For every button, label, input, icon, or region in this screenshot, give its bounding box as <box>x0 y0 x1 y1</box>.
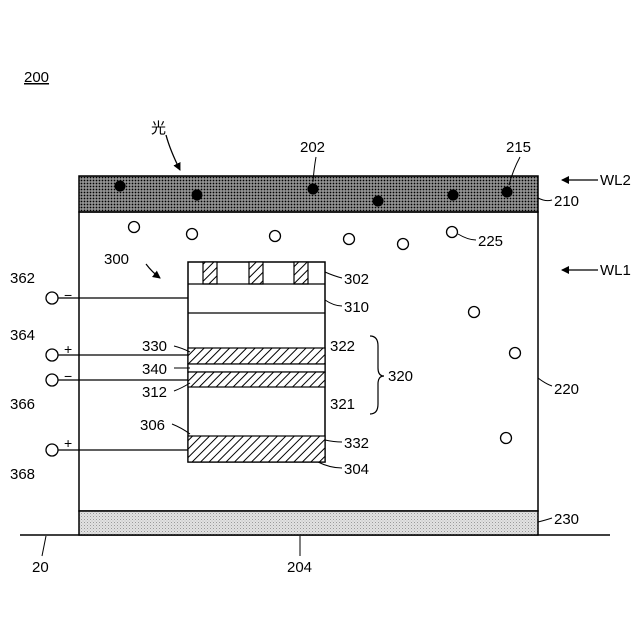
ref-310: 310 <box>344 299 369 316</box>
ref-321: 321 <box>330 396 355 413</box>
ref-230: 230 <box>554 511 579 528</box>
light-label: 光 <box>151 119 166 137</box>
leader-220 <box>538 378 552 386</box>
device-stack-300 <box>188 262 325 462</box>
terminal-ref-368: 368 <box>10 466 35 483</box>
layer-312 <box>188 372 325 387</box>
open-particle <box>270 231 281 242</box>
ref-306: 306 <box>140 417 165 434</box>
leader-210 <box>538 198 552 201</box>
ref-225: 225 <box>478 233 503 250</box>
ref-302: 302 <box>344 271 369 288</box>
ref-210: 210 <box>554 193 579 210</box>
light-arrow <box>166 135 180 170</box>
ref-202: 202 <box>300 139 325 156</box>
open-particle <box>344 234 355 245</box>
terminal-368[interactable] <box>46 444 58 456</box>
ref-320: 320 <box>388 368 413 385</box>
terminal-sign-366: − <box>64 368 72 384</box>
terminal-ref-364: 364 <box>10 327 35 344</box>
ref-330: 330 <box>142 338 167 355</box>
filled-particle <box>373 196 384 207</box>
filled-particle <box>115 181 126 192</box>
terminal-366[interactable] <box>46 374 58 386</box>
ref-304: 304 <box>344 461 369 478</box>
layer-340 <box>188 364 325 372</box>
bottom-layer-230 <box>79 511 538 535</box>
ref-215: 215 <box>506 139 531 156</box>
open-particle <box>398 239 409 250</box>
terminal-sign-364: + <box>64 341 72 357</box>
open-particle <box>469 307 480 318</box>
electrode-segment-302 <box>203 262 217 284</box>
terminal-362[interactable] <box>46 292 58 304</box>
ref-204: 204 <box>287 559 312 576</box>
open-particle <box>501 433 512 444</box>
filled-particle <box>502 187 513 198</box>
layer-330 <box>188 348 325 364</box>
electrode-332 <box>188 436 325 462</box>
ref-20: 20 <box>32 559 49 576</box>
ref-332: 332 <box>344 435 369 452</box>
open-particle <box>187 229 198 240</box>
ref-312: 312 <box>142 384 167 401</box>
ref-wl1: WL1 <box>600 262 631 279</box>
open-particle <box>510 348 521 359</box>
electrode-segment-302 <box>294 262 308 284</box>
terminal-ref-366: 366 <box>10 396 35 413</box>
open-particle <box>447 227 458 238</box>
leader-20 <box>42 536 46 556</box>
open-particle <box>129 222 140 233</box>
ref-300: 300 <box>104 251 129 268</box>
terminal-364[interactable] <box>46 349 58 361</box>
ref-322: 322 <box>330 338 355 355</box>
filled-particle <box>308 184 319 195</box>
ref-wl2: WL2 <box>600 172 631 189</box>
filled-particle <box>192 190 203 201</box>
terminal-sign-368: + <box>64 435 72 451</box>
ref-220: 220 <box>554 381 579 398</box>
electrode-segment-302 <box>249 262 263 284</box>
terminal-sign-362: − <box>64 287 72 303</box>
top-layer-210 <box>79 176 538 212</box>
filled-particle <box>448 190 459 201</box>
leader-230 <box>538 518 552 522</box>
figure-label: 200 <box>24 69 49 86</box>
ref-340: 340 <box>142 361 167 378</box>
terminal-ref-362: 362 <box>10 270 35 287</box>
